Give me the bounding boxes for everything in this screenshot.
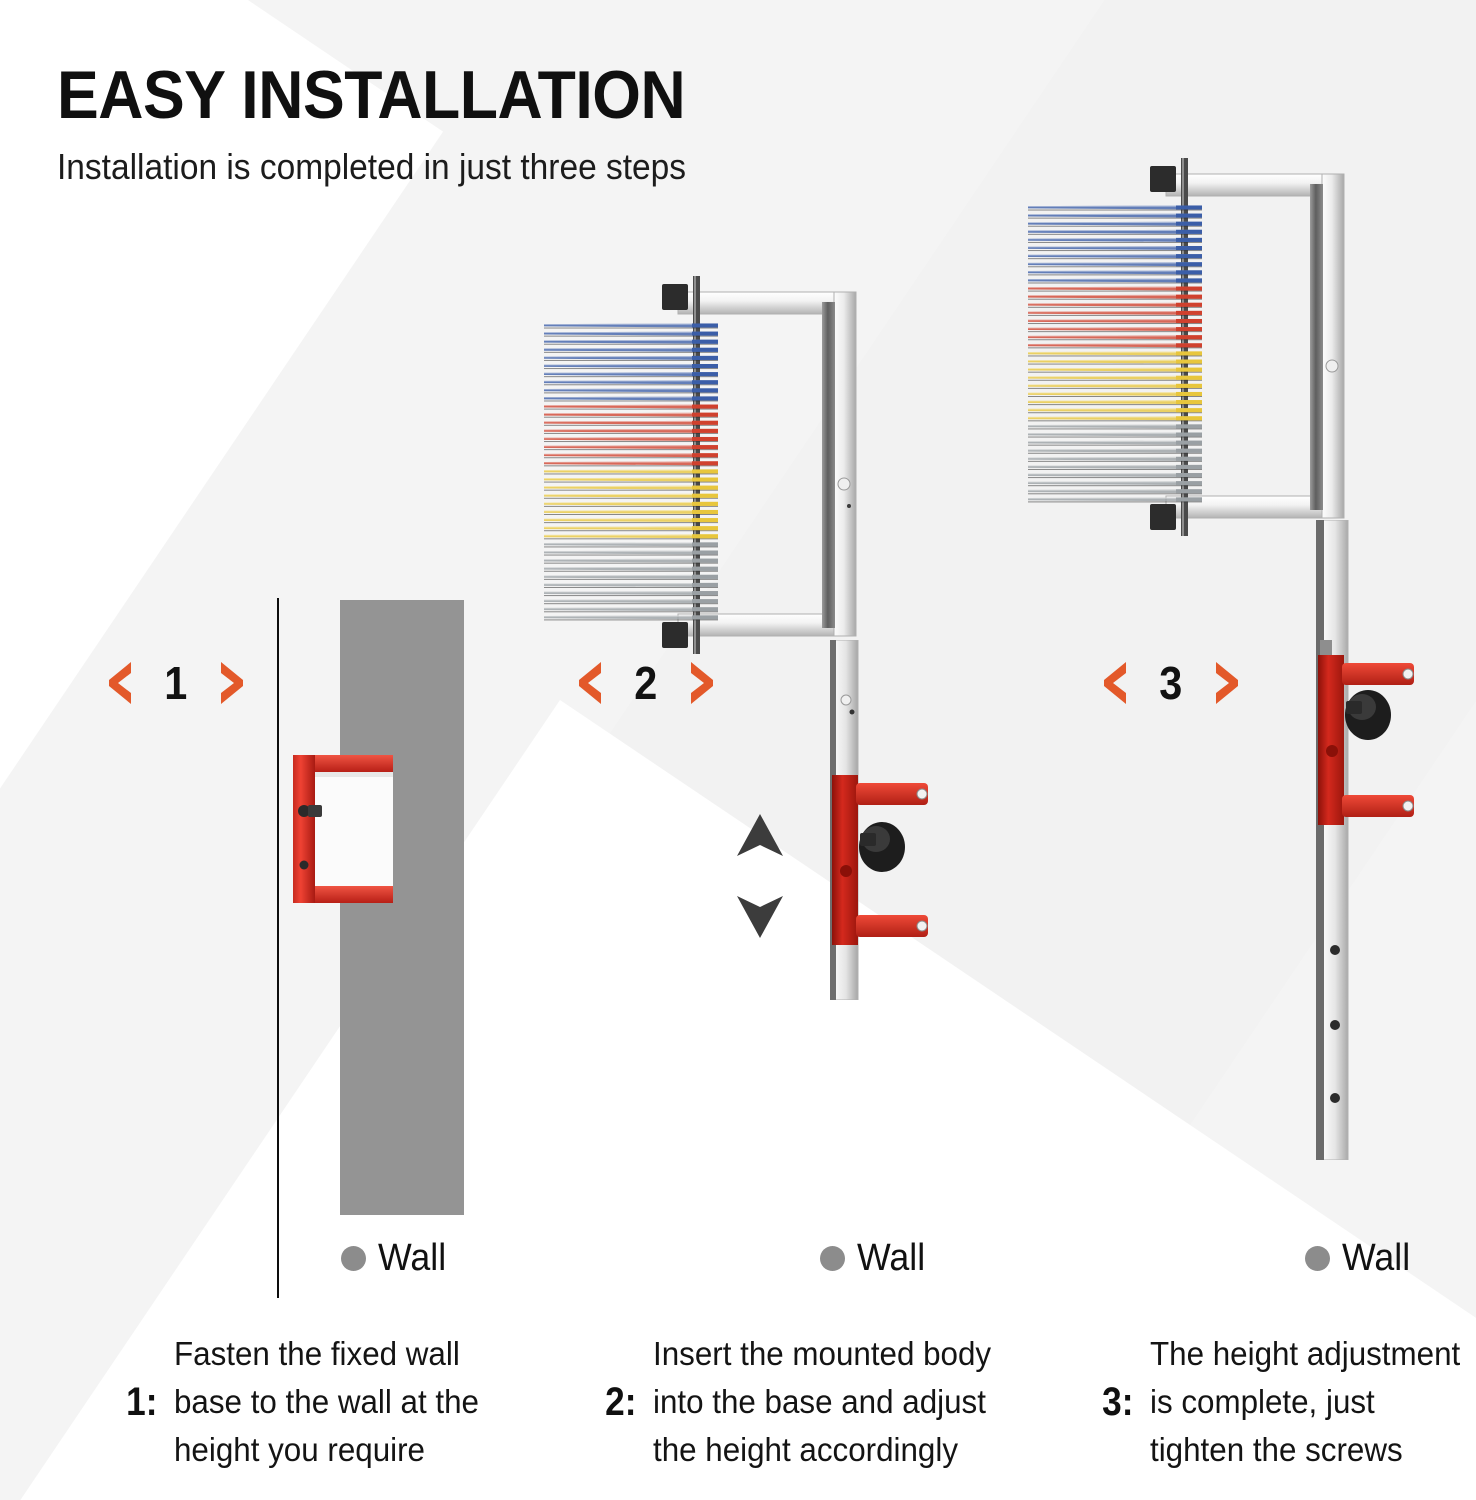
colored-rod-stack-step-2 xyxy=(538,322,718,622)
caption-number-3: 3: xyxy=(1102,1380,1134,1424)
step-caption-3: 3: The height adjustment is complete, ju… xyxy=(1100,1330,1476,1474)
height-adjust-bracket-step-2 xyxy=(830,775,942,945)
chevron-left-icon xyxy=(1104,662,1126,704)
caption-text-3: The height adjustment is complete, just … xyxy=(1149,1335,1460,1468)
wall-legend-2: Wall xyxy=(820,1238,929,1278)
arrow-down-icon xyxy=(737,896,783,938)
clamp-block-top-step-3 xyxy=(1150,166,1176,192)
step-number-3: 3 xyxy=(1159,657,1183,709)
wall-column-step-3 xyxy=(340,600,432,1215)
wall-base-bracket-illustration xyxy=(293,755,393,903)
clamp-block-top-step-2 xyxy=(662,284,688,310)
step-marker-3: 3 xyxy=(1100,660,1242,706)
wall-dot-icon xyxy=(820,1245,845,1271)
height-adjust-bracket-step-3 xyxy=(1316,655,1428,825)
caption-number-1: 1: xyxy=(126,1380,158,1424)
colored-rod-stack-step-3 xyxy=(1022,204,1202,504)
clamp-block-bottom-step-2 xyxy=(662,622,688,648)
header: EASY INSTALLATION Installation is comple… xyxy=(57,58,957,188)
chevron-right-icon xyxy=(690,662,713,704)
wall-label-2: Wall xyxy=(857,1237,926,1279)
wall-dot-icon xyxy=(341,1245,366,1271)
arrow-up-icon xyxy=(737,814,783,856)
wall-label-1: Wall xyxy=(378,1237,447,1279)
page-subtitle: Installation is completed in just three … xyxy=(57,146,687,187)
step-number-1: 1 xyxy=(164,657,188,709)
chevron-left-icon xyxy=(109,662,131,704)
chevron-left-icon xyxy=(579,662,601,704)
caption-number-2: 2: xyxy=(605,1380,637,1424)
vertical-post-step-3 xyxy=(1316,519,1352,1161)
wall-legend-1: Wall xyxy=(341,1238,450,1278)
chevron-right-icon xyxy=(1215,662,1238,704)
mounting-frame-step-3 xyxy=(1160,166,1350,526)
step-caption-2: 2: Insert the mounted body into the base… xyxy=(603,1330,1043,1474)
wall-label-3: Wall xyxy=(1342,1237,1411,1279)
step-marker-1: 1 xyxy=(105,660,247,706)
chevron-right-icon xyxy=(220,662,243,704)
caption-text-1: Fasten the fixed wall base to the wall a… xyxy=(173,1335,479,1468)
mounting-frame-step-2 xyxy=(672,284,862,644)
caption-text-2: Insert the mounted body into the base an… xyxy=(652,1335,991,1468)
clamp-block-bottom-step-3 xyxy=(1150,504,1176,530)
height-adjust-arrows xyxy=(735,812,785,940)
step-number-2: 2 xyxy=(634,657,658,709)
wall-dot-icon xyxy=(1305,1245,1330,1271)
page-title: EASY INSTALLATION xyxy=(57,57,686,133)
step-marker-2: 2 xyxy=(575,660,717,706)
wall-legend-3: Wall xyxy=(1305,1238,1414,1278)
step-caption-1: 1: Fasten the fixed wall base to the wal… xyxy=(124,1330,514,1474)
section-divider xyxy=(277,598,279,1298)
